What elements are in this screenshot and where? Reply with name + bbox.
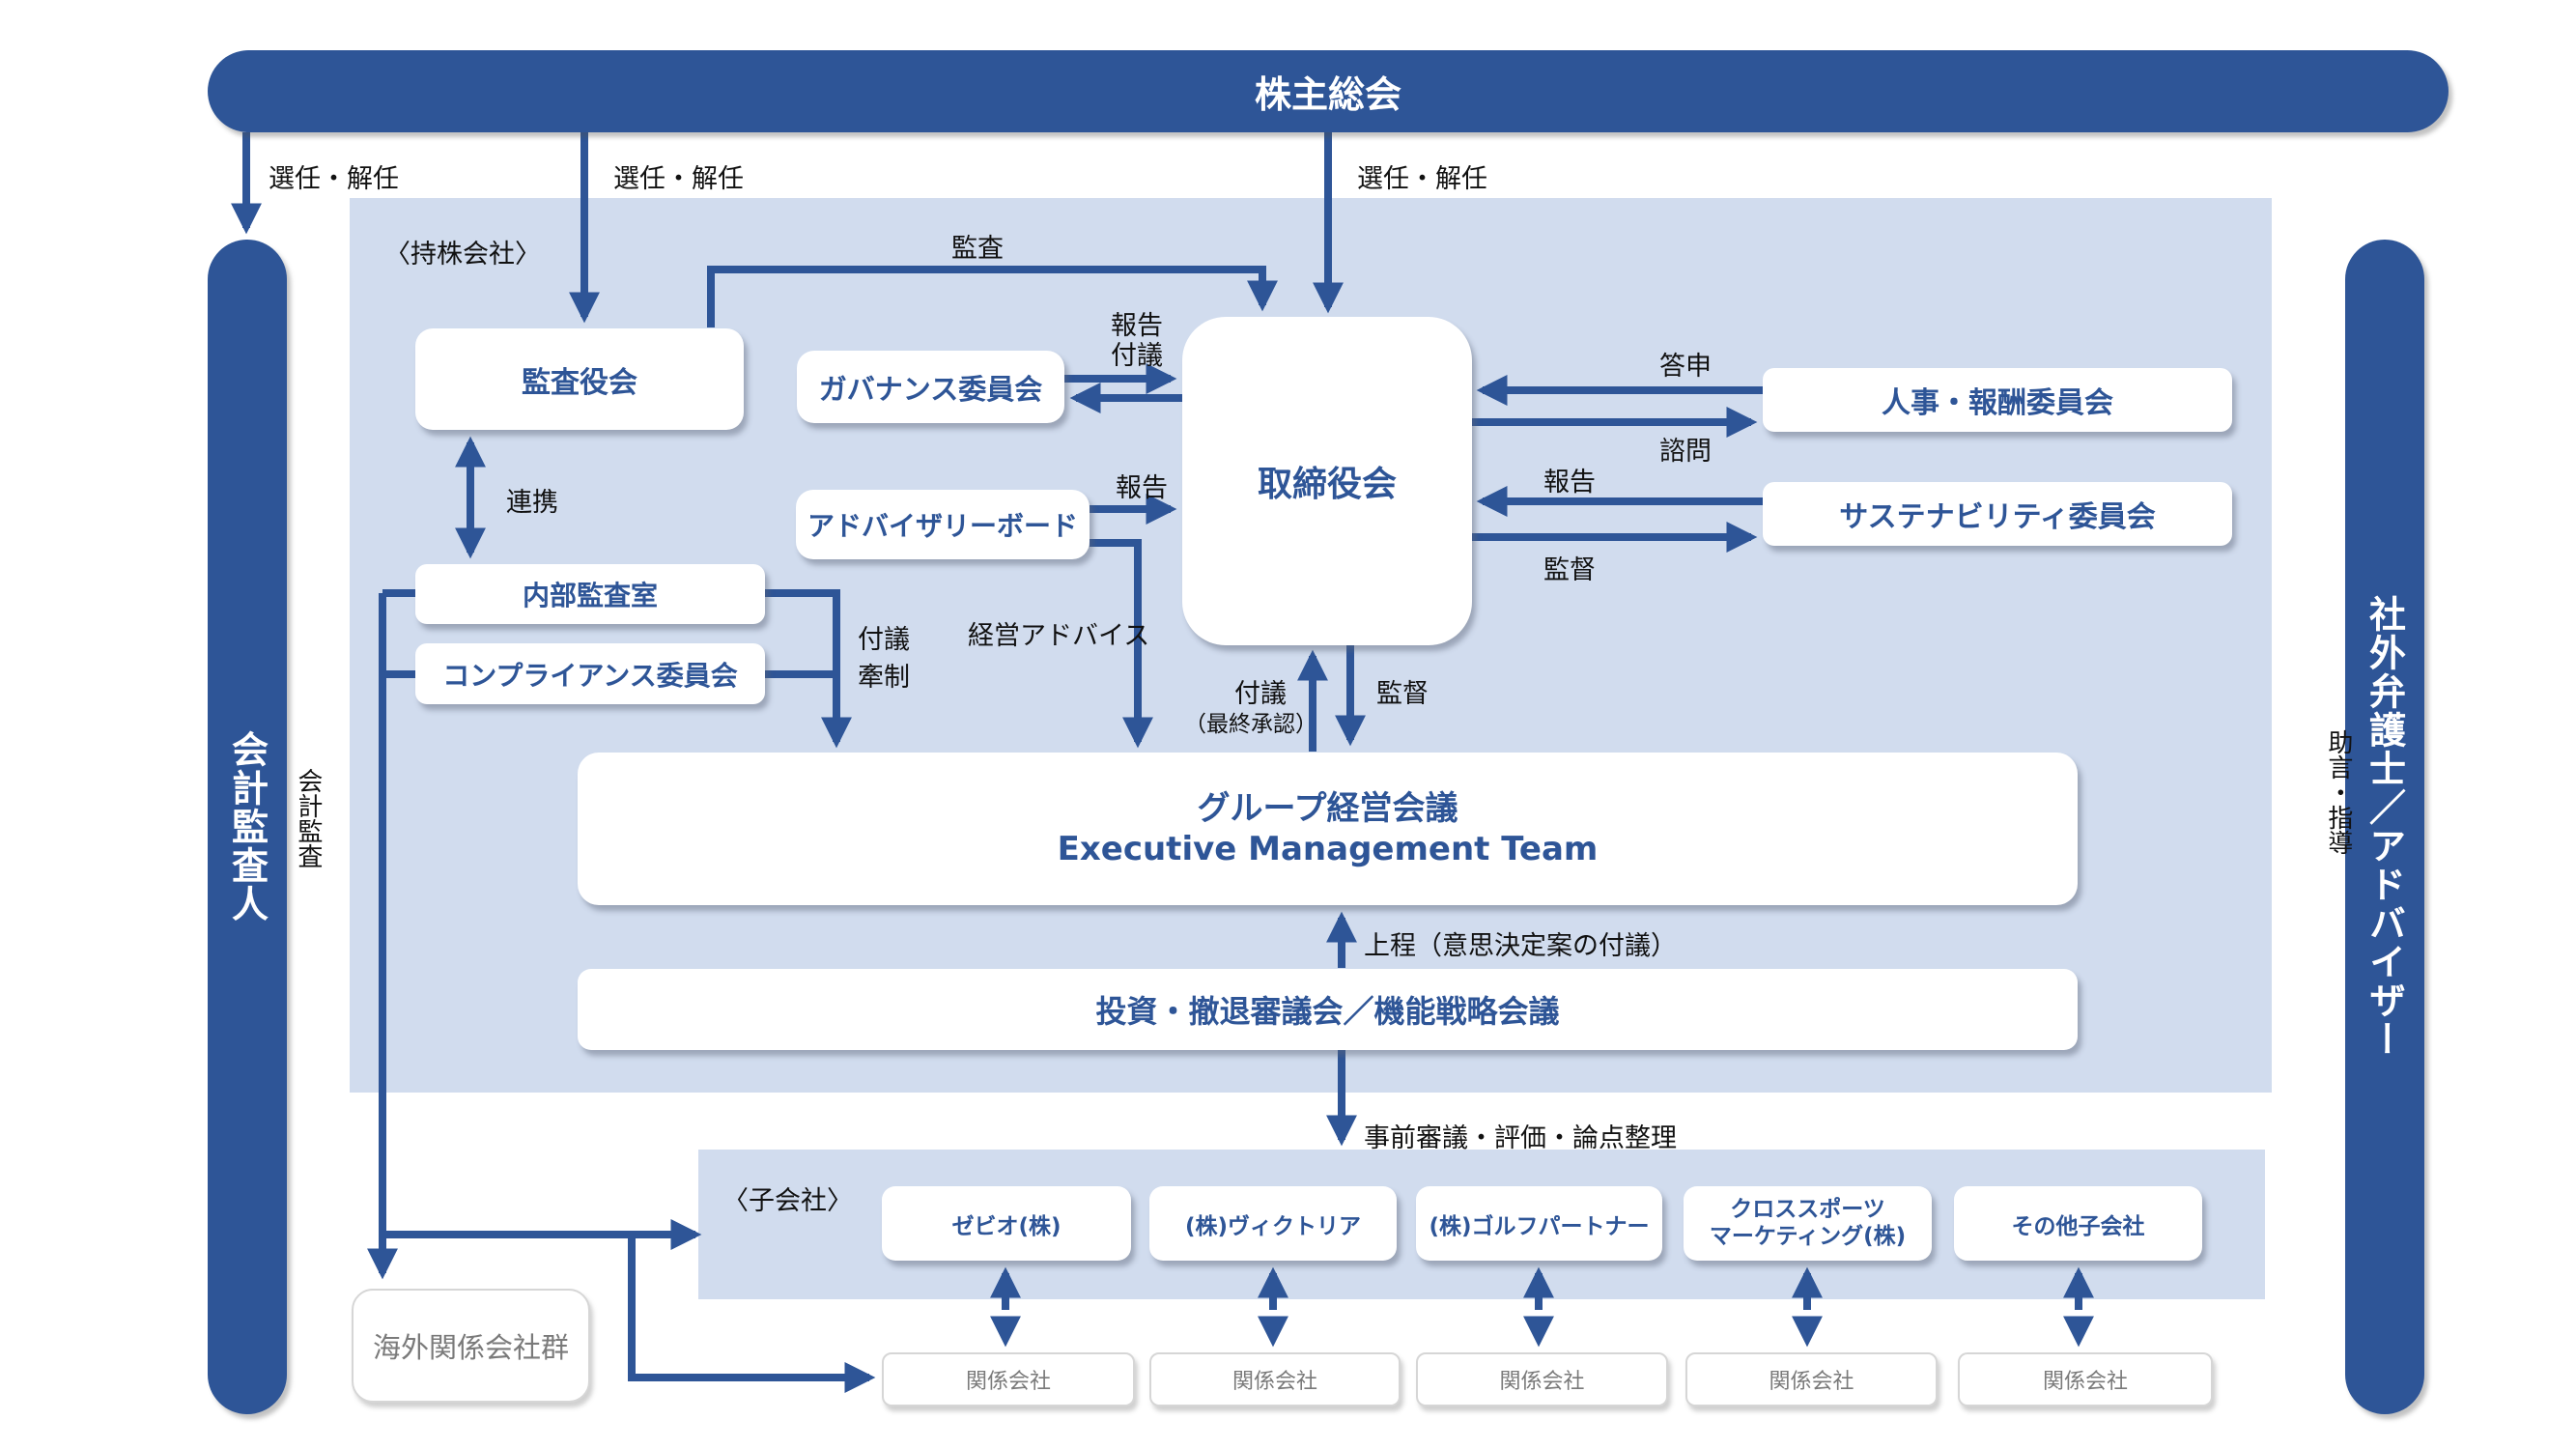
- subsidiary-label: クロススポーツ マーケティング(株): [1709, 1196, 1907, 1249]
- sustainability-committee-box[interactable]: サステナビリティ委員会: [1763, 482, 2232, 546]
- submit-restrain-label: 付議 牽制: [858, 625, 910, 694]
- final-approval-label: （最終承認）: [1184, 712, 1317, 737]
- external-advisors-pillar: 社外弁護士／アドバイザー: [2345, 240, 2424, 1414]
- shareholders-meeting-bar: 株主総会: [208, 50, 2449, 132]
- elect-dismiss-label-board: 選任・解任: [1357, 164, 1487, 194]
- recommendation-label: 答申: [1659, 352, 1712, 382]
- report-label-sustainability: 報告: [1543, 468, 1596, 497]
- governance-committee-box[interactable]: ガバナンス委員会: [797, 351, 1064, 423]
- management-advice-label: 経営アドバイス: [968, 621, 1150, 651]
- hr-compensation-committee-box[interactable]: 人事・報酬委員会: [1763, 368, 2232, 432]
- compliance-committee-label: コンプライアンス委員会: [442, 659, 738, 692]
- elect-dismiss-label-audit-board: 選任・解任: [613, 164, 744, 194]
- governance-committee-label: ガバナンス委員会: [818, 372, 1043, 406]
- advisory-board-label: アドバイザリーボード: [807, 510, 1078, 542]
- affiliate-box[interactable]: 関係会社: [882, 1352, 1135, 1406]
- overseas-affiliates-label: 海外関係会社群: [372, 1331, 569, 1364]
- audit-board-label: 監査役会: [522, 365, 637, 400]
- affiliate-box[interactable]: 関係会社: [1685, 1352, 1938, 1406]
- arrow-audit: [707, 266, 1278, 327]
- affiliate-box[interactable]: 関係会社: [1958, 1352, 2213, 1406]
- coordination-label: 連携: [506, 488, 558, 518]
- affiliate-label: 関係会社: [1231, 1370, 1317, 1394]
- affiliate-label: 関係会社: [1769, 1370, 1854, 1394]
- accounting-auditor-label: 会計監査人: [225, 730, 269, 923]
- arrow-to-affiliates: [628, 1235, 876, 1393]
- internal-audit-office-label: 内部監査室: [522, 580, 658, 611]
- proposal-label: 上程（意思決定案の付議）: [1364, 931, 1677, 961]
- arrow-internal-audit-to-emt: [765, 589, 852, 749]
- advisory-board-box[interactable]: アドバイザリーボード: [796, 490, 1090, 559]
- holding-company-label: 〈持株会社〉: [384, 240, 541, 270]
- elect-dismiss-label-auditor: 選任・解任: [269, 164, 399, 194]
- investment-strategy-meetings-label: 投資・撤退審議会／機能戦略会議: [1095, 993, 1560, 1030]
- compliance-committee-box[interactable]: コンプライアンス委員会: [415, 643, 765, 704]
- subsidiary-box[interactable]: ゼビオ(株): [882, 1186, 1131, 1261]
- subsidiary-box[interactable]: クロススポーツ マーケティング(株): [1684, 1186, 1932, 1261]
- consultation-label: 諮問: [1659, 437, 1712, 467]
- report-label-advisory: 報告: [1116, 473, 1168, 503]
- subsidiary-label: その他子会社: [2011, 1213, 2145, 1239]
- investment-strategy-meetings-box[interactable]: 投資・撤退審議会／機能戦略会議: [578, 969, 2078, 1050]
- advice-guidance-label: 助言・指導: [2323, 729, 2353, 855]
- affiliate-box[interactable]: 関係会社: [1149, 1352, 1401, 1406]
- executive-meeting-en-label: Executive Management Team: [1057, 830, 1599, 868]
- executive-management-team-box[interactable]: グループ経営会議 Executive Management Team: [578, 753, 2078, 905]
- accounting-auditor-pillar: 会計監査人: [208, 240, 287, 1414]
- supervision-label-sustainability: 監督: [1543, 555, 1596, 585]
- report-submit-label: 報告 付議: [1111, 311, 1163, 372]
- subsidiary-label: ゼビオ(株): [951, 1213, 1062, 1239]
- subsidiaries-label: 〈子会社〉: [722, 1186, 853, 1216]
- board-of-directors-box[interactable]: 取締役会: [1182, 317, 1472, 645]
- sustainability-committee-label: サステナビリティ委員会: [1839, 500, 2156, 534]
- internal-audit-office-box[interactable]: 内部監査室: [415, 564, 765, 624]
- affiliate-box[interactable]: 関係会社: [1416, 1352, 1668, 1406]
- shareholders-meeting-label: 株主総会: [1254, 73, 1401, 116]
- subsidiary-box[interactable]: (株)ヴィクトリア: [1149, 1186, 1397, 1261]
- hr-compensation-committee-label: 人事・報酬委員会: [1882, 386, 2113, 420]
- external-advisors-label: 社外弁護士／アドバイザー: [2363, 595, 2406, 1059]
- overseas-affiliates-box[interactable]: 海外関係会社群: [352, 1289, 590, 1403]
- audit-board-box[interactable]: 監査役会: [415, 328, 744, 430]
- supervision-label-emt: 監督: [1376, 679, 1429, 709]
- executive-meeting-jp-label: グループ経営会議: [1197, 788, 1458, 828]
- submit-label-emt: 付議: [1234, 679, 1287, 709]
- affiliate-label: 関係会社: [965, 1370, 1051, 1394]
- pre-deliberation-label: 事前審議・評価・論点整理: [1364, 1123, 1677, 1153]
- subsidiary-box[interactable]: その他子会社: [1954, 1186, 2202, 1261]
- subsidiary-label: (株)ゴルフパートナー: [1429, 1213, 1650, 1239]
- accounting-audit-label: 会計監査: [293, 768, 323, 868]
- subsidiary-box[interactable]: (株)ゴルフパートナー: [1416, 1186, 1662, 1261]
- audit-label: 監査: [951, 234, 1004, 264]
- affiliate-label: 関係会社: [1499, 1370, 1585, 1394]
- arrow-advisory-to-emt: [1090, 539, 1153, 749]
- subsidiary-label: (株)ヴィクトリア: [1184, 1213, 1362, 1239]
- board-of-directors-label: 取締役会: [1257, 465, 1397, 504]
- affiliate-label: 関係会社: [2042, 1370, 2128, 1394]
